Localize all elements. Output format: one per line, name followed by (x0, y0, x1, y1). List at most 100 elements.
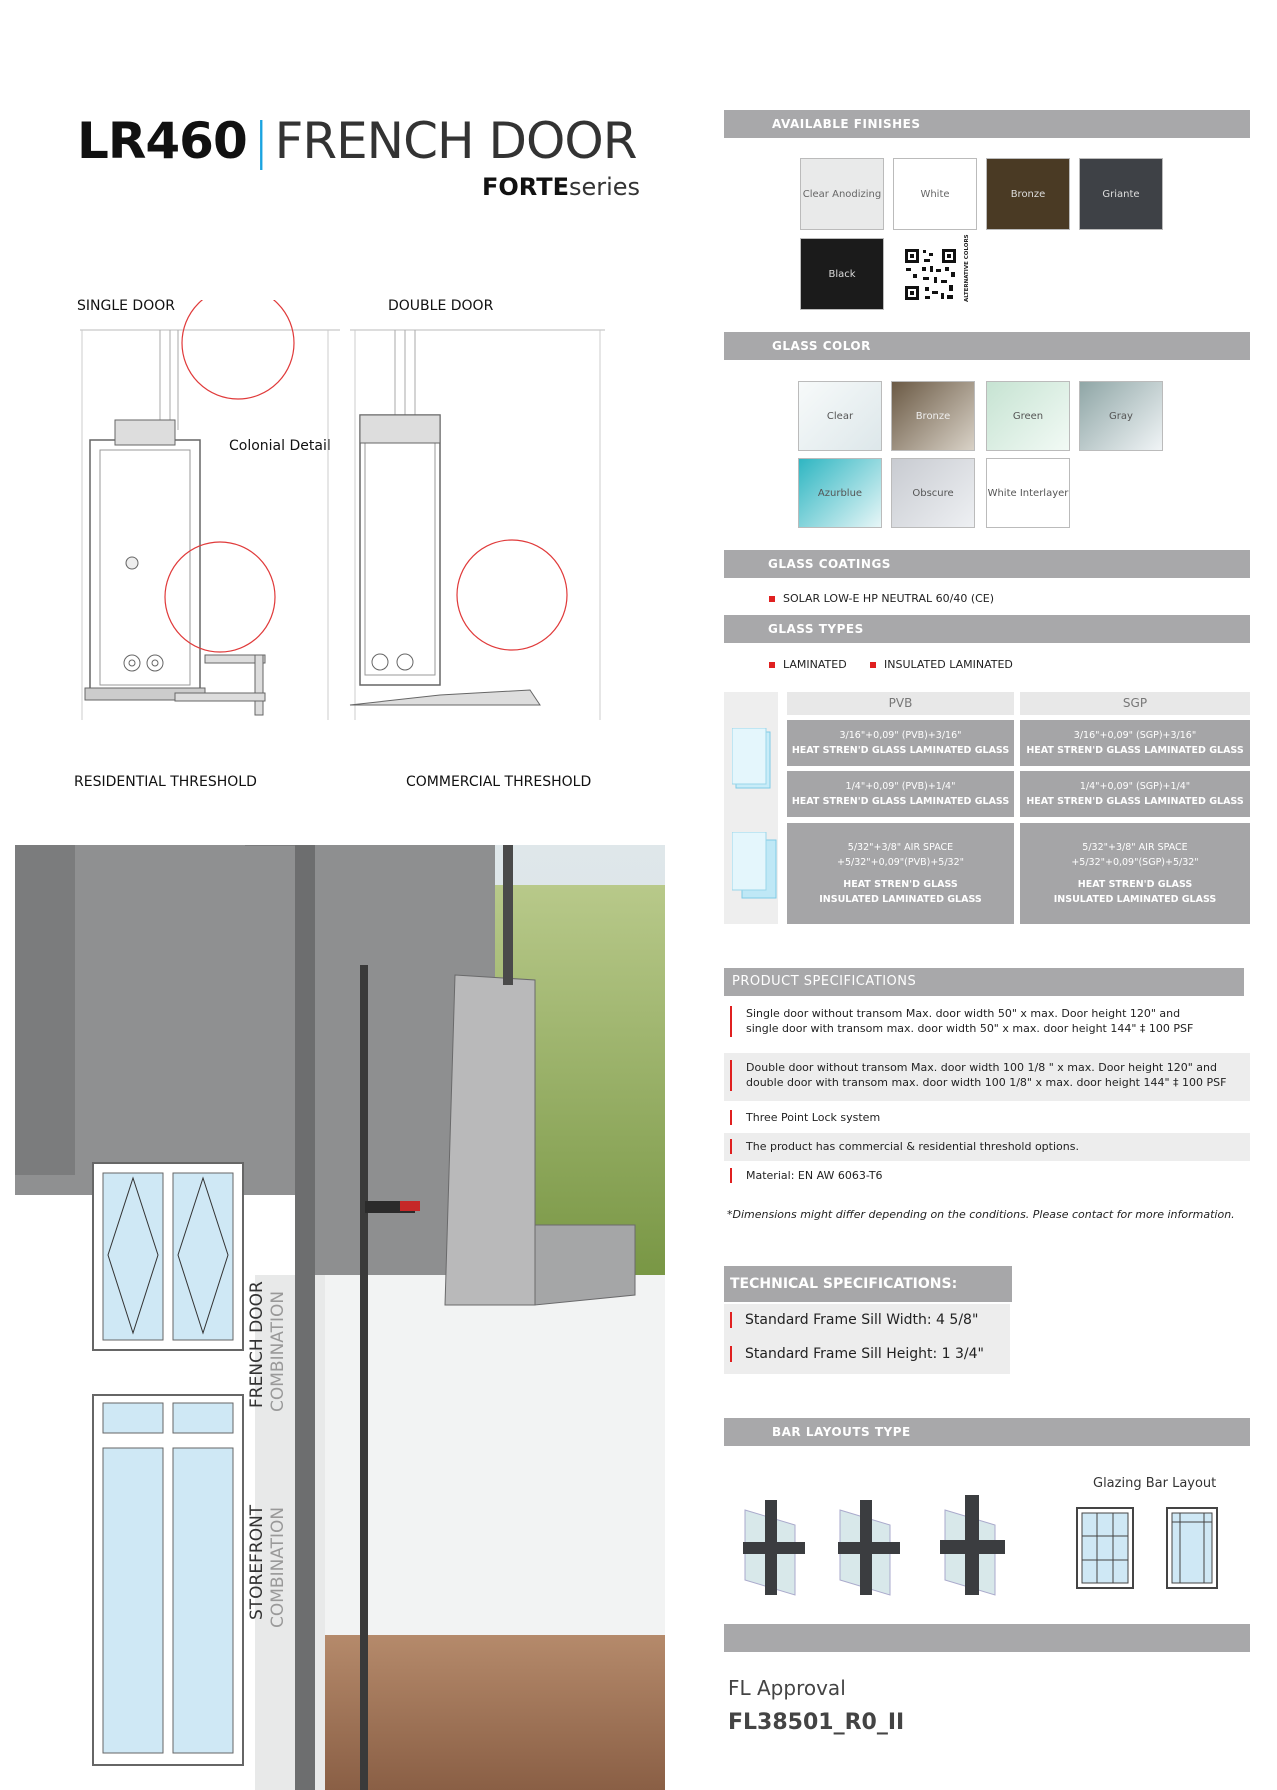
spec-row-bg (724, 1053, 1250, 1101)
cell-line: 3/16"+0,09" (PVB)+3/16" (839, 729, 962, 741)
column-header-sgp: SGP (1020, 692, 1250, 715)
tech-spec-item: Standard Frame Sill Height: 1 3/4" (730, 1346, 984, 1362)
product-specs-header: PRODUCT SPECIFICATIONS (724, 968, 1244, 996)
glass-label: Bronze (915, 410, 951, 422)
spec-line: Material: EN AW 6063-T6 (746, 1169, 883, 1182)
section-drawings (80, 300, 605, 720)
colonial-detail-label: Colonial Detail (229, 438, 331, 454)
glass-type-item: INSULATED LAMINATED (870, 658, 1013, 671)
coating-label: SOLAR LOW-E HP NEUTRAL 60/40 (CE) (783, 592, 995, 605)
cell-line: HEAT STREN'D GLASS (1077, 878, 1193, 890)
combination-label-1: COMBINATION (268, 1290, 288, 1412)
spec-line: double door with transom max. door width… (746, 1076, 1227, 1090)
french-door-combination-label: FRENCH DOOR (247, 1281, 267, 1408)
cell-line: INSULATED LAMINATED GLASS (819, 893, 982, 905)
spec-line: single door with transom max. door width… (746, 1022, 1194, 1036)
approval-label: FL Approval (728, 1676, 846, 1700)
spec-item: Three Point Lock system (730, 1110, 1248, 1126)
residential-threshold-label: RESIDENTIAL THRESHOLD (74, 774, 257, 790)
french-door-combination-sub: COMBINATION (268, 1291, 288, 1412)
glass-type-item: LAMINATED (769, 658, 847, 671)
finish-label: Griante (1102, 188, 1140, 200)
combination-label-2: COMBINATION (268, 1506, 288, 1628)
bullet-icon (769, 662, 775, 668)
page-title: LR460|FRENCH DOOR (77, 112, 637, 170)
coating-item: SOLAR LOW-E HP NEUTRAL 60/40 (CE) (769, 592, 994, 605)
bullet-icon (769, 596, 775, 602)
tech-row-bg (724, 1304, 1010, 1340)
spec-item: Material: EN AW 6063-T6 (730, 1168, 1248, 1184)
glass-swatch-green: Green (986, 381, 1070, 451)
glazing-caption: Glazing Bar Layout (1093, 1476, 1217, 1491)
cell-line: 1/4"+0,09" (PVB)+1/4" (845, 780, 956, 792)
bar-layout-illustrations (743, 1495, 1218, 1596)
table-cell: 3/16"+0,09" (SGP)+3/16" HEAT STREN'D GLA… (1020, 720, 1250, 766)
table-cell: 3/16"+0,09" (PVB)+3/16" HEAT STREN'D GLA… (787, 720, 1014, 766)
approval-code: FL38501_R0_II (728, 1710, 905, 1735)
cell-line: 3/16"+0,09" (SGP)+3/16" (1073, 729, 1197, 741)
spec-item: The product has commercial & residential… (730, 1139, 1248, 1155)
glass-label: Clear (826, 410, 854, 422)
commercial-threshold-label: COMMERCIAL THRESHOLD (406, 774, 592, 790)
cell-line: 5/32"+3/8" AIR SPACE (847, 842, 954, 854)
bar-layouts-header: BAR LAYOUTS TYPE (724, 1418, 1250, 1446)
cell-line: HEAT STREN'D GLASS LAMINATED GLASS (1026, 745, 1244, 756)
glass-label: White Interlayer (987, 487, 1069, 499)
cell-line: HEAT STREN'D GLASS LAMINATED GLASS (791, 745, 1010, 756)
glass-label: Green (1012, 410, 1044, 422)
column-header-pvb: PVB (787, 692, 1014, 715)
glass-type-label: LAMINATED (783, 658, 847, 671)
glass-label: Azurblue (817, 487, 863, 499)
series-bold: FORTE (482, 173, 569, 201)
laminated-glass-icon (732, 728, 771, 789)
blank-header-bar (724, 1624, 1250, 1652)
spec-line: Single door without transom Max. door wi… (746, 1007, 1181, 1020)
finish-swatch-black: Black (800, 238, 884, 310)
finishes-header: AVAILABLE FINISHES (724, 110, 1250, 138)
glass-swatch-clear: Clear (798, 381, 882, 451)
finish-label: Black (828, 268, 856, 280)
single-door-label: SINGLE DOOR (77, 298, 175, 314)
glass-swatch-gray: Gray (1079, 381, 1163, 451)
glass-swatch-white-interlayer: White Interlayer (986, 458, 1070, 528)
technical-specs-header: TECHNICAL SPECIFICATIONS: (724, 1266, 1012, 1302)
finish-swatch-griante: Griante (1079, 158, 1163, 230)
spec-item: Single door without transom Max. door wi… (730, 1006, 1248, 1037)
insulated-glass-icon (732, 832, 777, 899)
cell-line: +5/32"+0,09"(PVB)+5/32" (837, 857, 964, 869)
finish-label: White (920, 188, 950, 200)
finish-swatch-white: White (893, 158, 977, 230)
glass-coatings-header: GLASS COATINGS (724, 550, 1250, 578)
finish-label: Bronze (1010, 188, 1046, 200)
cell-line: HEAT STREN'D GLASS LAMINATED GLASS (1026, 796, 1244, 807)
spec-item: Double door without transom Max. door wi… (730, 1060, 1248, 1091)
glass-swatch-azurblue: Azurblue (798, 458, 882, 528)
spec-line: Double door without transom Max. door wi… (746, 1061, 1217, 1074)
cell-line: +5/32"+0,09"(SGP)+5/32" (1071, 857, 1199, 869)
cell-line: 5/32"+3/8" AIR SPACE (1082, 842, 1188, 854)
cell-line: HEAT STREN'D GLASS LAMINATED GLASS (791, 796, 1010, 807)
glass-swatch-obscure: Obscure (891, 458, 975, 528)
table-cell: 1/4"+0,09" (PVB)+1/4" HEAT STREN'D GLASS… (787, 771, 1014, 817)
model-name: LR460 (77, 112, 248, 170)
storefront-combination-label: STOREFRONT (247, 1505, 267, 1620)
dimensions-note: *Dimensions might differ depending on th… (727, 1208, 1235, 1221)
qr-code-icon[interactable] (903, 247, 958, 302)
tech-row-bg (724, 1338, 1010, 1374)
table-cell: 5/32"+3/8" AIR SPACE +5/32"+0,09"(PVB)+5… (787, 823, 1014, 924)
qr-caption: ALTERNATIVE COLORS (964, 234, 970, 302)
glass-label: Obscure (912, 487, 954, 499)
tech-spec-item: Standard Frame Sill Width: 4 5/8" (730, 1312, 978, 1328)
french-door-label: FRENCH DOOR (247, 1281, 267, 1408)
storefront-label: STOREFRONT (247, 1504, 267, 1620)
table-cell: 5/32"+3/8" AIR SPACE +5/32"+0,09"(SGP)+5… (1020, 823, 1250, 924)
spec-row-bg (724, 1133, 1250, 1161)
cell-line: HEAT STREN'D GLASS (843, 878, 958, 890)
glass-types-header: GLASS TYPES (724, 615, 1250, 643)
title-divider: | (252, 112, 270, 170)
glass-label: Gray (1109, 410, 1133, 422)
glass-type-label: INSULATED LAMINATED (884, 658, 1013, 671)
spec-line: Three Point Lock system (746, 1111, 881, 1124)
finish-label: Clear Anodizing (802, 188, 882, 200)
spec-line: The product has commercial & residential… (746, 1140, 1079, 1153)
